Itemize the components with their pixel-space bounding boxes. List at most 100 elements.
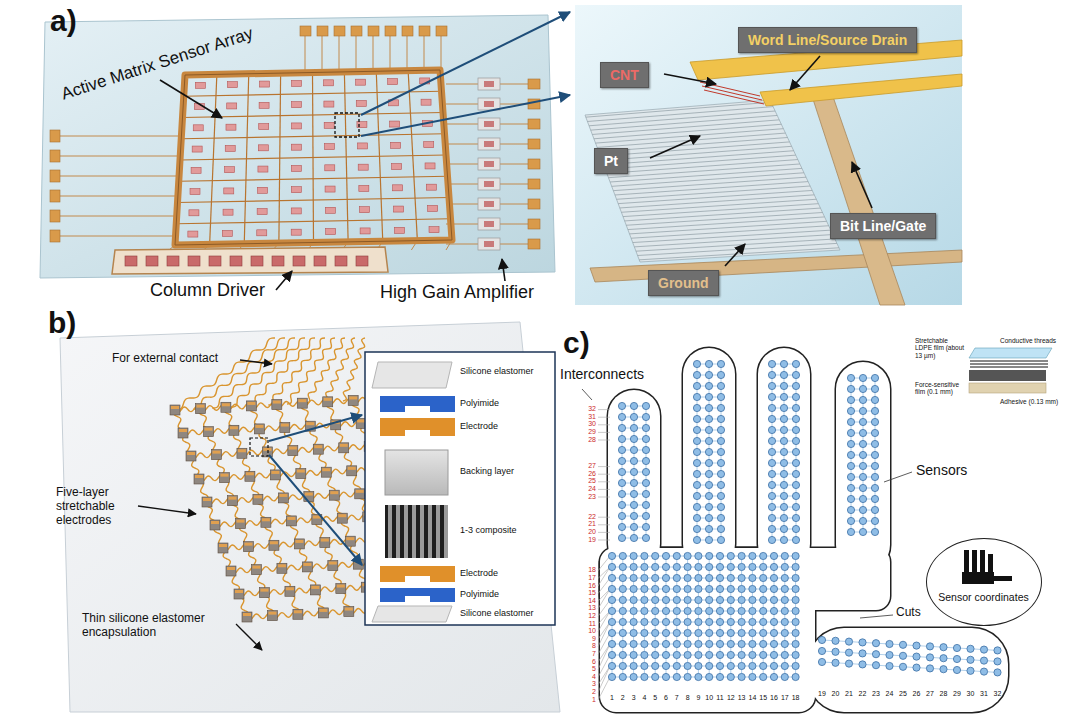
layer-stack	[969, 348, 1052, 393]
sensor-dot	[652, 563, 659, 570]
sensor-dot	[872, 662, 879, 669]
sensor-dot	[768, 536, 775, 543]
sensor-dot	[953, 644, 960, 651]
sensor-dot	[768, 393, 775, 400]
stretchable-electrode	[251, 565, 261, 575]
stretchable-electrode	[246, 472, 254, 475]
sensor-dot	[770, 596, 777, 603]
sensor-dot	[859, 385, 866, 392]
sensor-dot	[695, 651, 702, 658]
sensor-dot	[980, 646, 987, 653]
stretchable-electrode	[195, 475, 203, 478]
interconnect-line	[598, 409, 610, 410]
sensor-dot	[727, 640, 734, 647]
sensor-dot	[705, 459, 712, 466]
driver-chip	[167, 256, 179, 266]
sensor-dot	[792, 651, 799, 658]
sensor-dot	[706, 574, 713, 581]
sensor-dot	[705, 382, 712, 389]
sensor-dot	[871, 484, 878, 491]
driver-chip	[356, 256, 368, 266]
sensor-dot	[641, 607, 648, 614]
sensor-dot	[705, 426, 712, 433]
callout-text: CNT	[610, 67, 639, 83]
driver-chip	[251, 256, 263, 266]
sensor-array	[193, 125, 203, 131]
sensor-dot	[818, 658, 825, 665]
stretchable-electrode	[187, 452, 195, 455]
sensor-dot	[608, 596, 615, 603]
sensor-array	[324, 101, 334, 107]
sensor-dot	[770, 651, 777, 658]
row-number: 4	[574, 673, 596, 681]
sensor-dot	[652, 585, 659, 592]
sensor-dot	[706, 585, 713, 592]
sensor-dot	[684, 673, 691, 680]
sensor-dot	[780, 448, 787, 455]
sensor-dot	[652, 651, 659, 658]
sensor-dot	[630, 523, 637, 530]
glove-outline	[808, 628, 1008, 712]
stretchable-electrode	[170, 405, 180, 415]
sensor-dot	[749, 673, 756, 680]
sensor-dot	[652, 552, 659, 559]
sensor-dot	[781, 662, 788, 669]
column-driver	[112, 247, 388, 274]
stretchable-electrode	[311, 586, 319, 589]
part-label: Active Matrix Sensor Array	[59, 24, 256, 104]
sensor-array	[421, 99, 431, 105]
sensor-array	[425, 163, 435, 169]
sensor-dot	[618, 446, 625, 453]
sensor-dot	[913, 664, 920, 671]
layer-label: Electrode	[460, 568, 498, 578]
stretchable-electrode	[356, 490, 364, 493]
sensor-dot	[630, 596, 637, 603]
stretchable-electrode	[218, 543, 228, 553]
sensor-dot	[716, 596, 723, 603]
sensor-array	[50, 130, 60, 142]
row-number: 25	[574, 477, 596, 485]
layer-stack	[969, 383, 1046, 393]
stretchable-electrode	[286, 516, 296, 526]
sensor-dot	[693, 404, 700, 411]
sensor-dot	[706, 662, 713, 669]
sensor-dot	[684, 662, 691, 669]
sensor-dot	[871, 374, 878, 381]
column-number: 5	[648, 694, 662, 702]
ground-line	[590, 250, 962, 282]
sensor-dot	[847, 528, 854, 535]
sensor-array	[334, 26, 345, 36]
sensor-dot	[768, 437, 775, 444]
sensor-dot	[630, 662, 637, 669]
row-number: 15	[574, 589, 596, 597]
sensor-dot	[717, 481, 724, 488]
sensor-array	[324, 122, 334, 128]
sensor-dot	[871, 462, 878, 469]
part-label: Cuts	[896, 606, 921, 620]
sensor-dot	[886, 662, 893, 669]
sensor-dot	[792, 563, 799, 570]
sensor-dot	[768, 459, 775, 466]
sensor-dot	[684, 629, 691, 636]
interconnect-line	[598, 481, 610, 482]
sensor-dot	[781, 552, 788, 559]
stretchable-electrode	[313, 444, 323, 454]
sensor-dot	[618, 512, 625, 519]
sensor-dot	[630, 468, 637, 475]
sensor-dot	[612, 611, 796, 612]
stretchable-electrode	[194, 474, 204, 484]
sensor-dot	[871, 440, 878, 447]
pointer-arrow	[852, 162, 872, 208]
sensor-dot	[693, 459, 700, 466]
sensor-array	[50, 26, 540, 250]
callout-box: Word Line/Source Drain	[738, 27, 917, 53]
substrate-sheet	[40, 15, 555, 278]
sensor-dot	[706, 552, 713, 559]
sensor-array	[291, 144, 301, 150]
sensor-array	[528, 219, 540, 229]
glove-outline	[600, 548, 815, 712]
sensor-dot	[642, 534, 649, 541]
sensor-dot	[652, 574, 659, 581]
sensor-array	[391, 142, 401, 148]
sensor-dot	[693, 415, 700, 422]
